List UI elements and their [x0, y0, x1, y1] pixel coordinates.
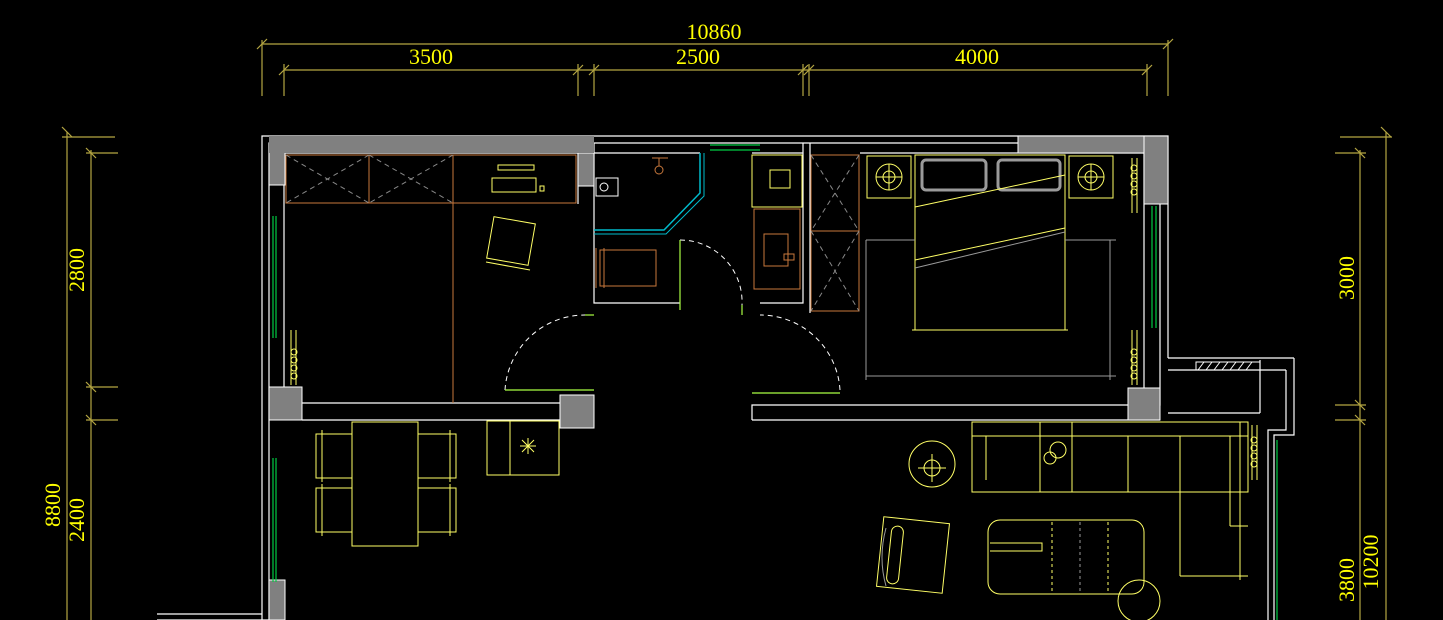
top-dimension-2: 2500: [676, 44, 720, 69]
cabinet-icon: [486, 420, 560, 476]
lamp-icon: [908, 440, 956, 488]
wall-outline: [157, 135, 1295, 620]
glass-partition-inner: [594, 153, 705, 235]
right-dimension-group: [1335, 126, 1392, 620]
bathroom-fixtures: [595, 177, 657, 288]
rug-outline: [865, 239, 1116, 380]
window-icon: [272, 144, 1278, 620]
left-dimension-1: 2800: [64, 248, 89, 292]
wardrobe-right: [810, 154, 860, 312]
balcony-fixture: [1195, 361, 1261, 371]
wardrobe-left: [285, 154, 577, 403]
door-leaf: [505, 240, 840, 394]
right-total-dimension: 10200: [1358, 535, 1383, 590]
right-dimension-1: 3000: [1334, 256, 1359, 300]
sofa-icon: [971, 421, 1249, 580]
desk-icon: [485, 164, 545, 271]
column-icon: [268, 135, 1169, 620]
door-swing-icon: [504, 239, 841, 391]
armchair-icon: [875, 516, 951, 594]
top-dimension-group: [256, 38, 1174, 96]
nightstand-icon: [866, 155, 1114, 199]
top-dimension-3: 4000: [955, 44, 999, 69]
right-dimension-2: 3800: [1334, 558, 1359, 602]
coffee-table-icon: [987, 519, 1161, 620]
left-dimension-2: 2400: [64, 498, 89, 542]
dining-table-icon: [315, 421, 457, 547]
left-total-dimension: 8800: [40, 483, 65, 527]
bed-icon: [912, 154, 1068, 331]
top-dimension-1: 3500: [409, 44, 453, 69]
kitchen-counter: [751, 154, 803, 290]
left-dimension-group: [61, 126, 118, 620]
radiator-icon: [290, 158, 1258, 480]
shower-icon: [652, 157, 668, 175]
top-total-dimension: 10860: [687, 19, 742, 44]
glass-partition: [594, 153, 701, 231]
